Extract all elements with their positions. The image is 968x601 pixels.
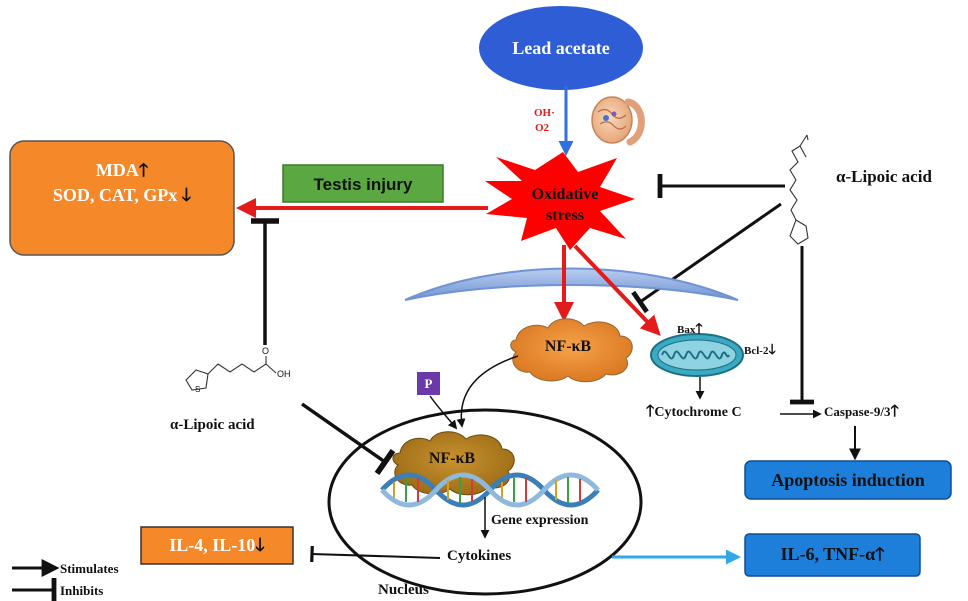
il4-down-icon: 🡓 [255,535,265,555]
ala-inhibits-nfkb [300,402,396,476]
oxidative-stress-line1: Oxidative [531,186,599,203]
anti-inflammatory-box [140,526,294,565]
enzymes-row: SOD, CAT, GPx 🡓 [10,186,234,204]
bcl2-label: Bcl-2 [744,345,769,357]
nucleus-ellipse [327,408,643,596]
mitochondrion-icon [650,333,744,377]
phosphate-label: P [424,376,433,391]
testis-injury-label: Testis injury [313,175,413,194]
cell-membrane [404,267,739,301]
lipoic-acid-right-label: α-Lipoic acid [836,167,932,186]
bax-row: Bax🡑 [677,323,703,337]
apoptosis-box [744,460,952,500]
cytochrome-label: Cytochrome C [654,405,742,420]
testis-injury-box [282,164,444,203]
phosphate-arrow [429,395,458,430]
apoptosis-label: Apoptosis induction [771,470,925,490]
bax-up-icon: 🡑 [695,322,703,337]
nucleus-label: Nucleus [378,582,429,598]
atom-oh-label: OH [277,369,291,379]
nfkb-nucleus-label: NF-κB [428,450,476,467]
lipoic-acid-structure-icon [789,134,809,245]
nfkb-translocation-arrow [456,355,519,428]
atom-o-label: O [262,346,270,356]
bax-label: Bax [677,324,696,336]
pro-inflammatory-box [744,533,921,577]
mda-row: MDA🡑 [10,161,234,179]
legend-stimulates-label: Stimulates [60,561,119,576]
phosphate-box [417,372,440,395]
anti-inflammatory-label: IL-4, IL-10 [169,535,256,555]
gene-expression-label: Gene expression [491,513,589,528]
caspase-label: Caspase-9/3 [824,404,891,419]
nfkb-cytoplasm-label: NF-κB [544,338,592,355]
cytochrome-up-icon: 🡑 [646,403,655,420]
atom-s-label: S [195,385,201,394]
down-arrow-icon: 🡓 [181,185,192,205]
ros-o2-label: O2 [535,122,550,134]
oxidative-markers-box [9,140,235,256]
legend-inhibits-label: Inhibits [60,583,104,598]
anti-inflammatory-row: IL-4, IL-10🡓 [141,536,293,554]
cytochrome-row: 🡑Cytochrome C [646,404,742,420]
pro-inflammatory-row: IL-6, TNF-α🡑 [745,545,920,563]
cytokines-label: Cytokines [447,548,512,564]
pro-inflammatory-label: IL-6, TNF-α [780,544,876,564]
lipoic-acid-left-label: α-Lipoic acid [170,417,255,433]
caspase-row: Caspase-9/3🡑 [824,404,899,420]
cytokines-inhibit-il4-arrow [310,545,441,563]
oxidative-stress-line2: stress [546,207,584,224]
dna-helix-icon [380,472,600,508]
testis-icon [591,96,645,146]
lead-acetate-label: Lead acetate [512,38,610,58]
bcl2-row: Bcl-2🡓 [744,344,776,358]
lipoic-acid-structure-icon-left [185,356,277,391]
caspase-up-icon: 🡑 [890,403,899,420]
lead-acetate-node [479,6,643,90]
bcl2-down-icon: 🡓 [768,343,776,358]
enzymes-label: SOD, CAT, GPx [52,185,178,205]
ros-oh-label: OH· [534,107,555,119]
nfkb-cytoplasm-cloud [510,318,633,383]
il6-up-icon: 🡑 [875,544,885,564]
stress-to-mitochondria-arrow [573,244,661,336]
mda-label: MDA [95,160,139,180]
up-arrow-icon: 🡑 [138,160,149,180]
oxidative-stress-burst [485,152,635,250]
